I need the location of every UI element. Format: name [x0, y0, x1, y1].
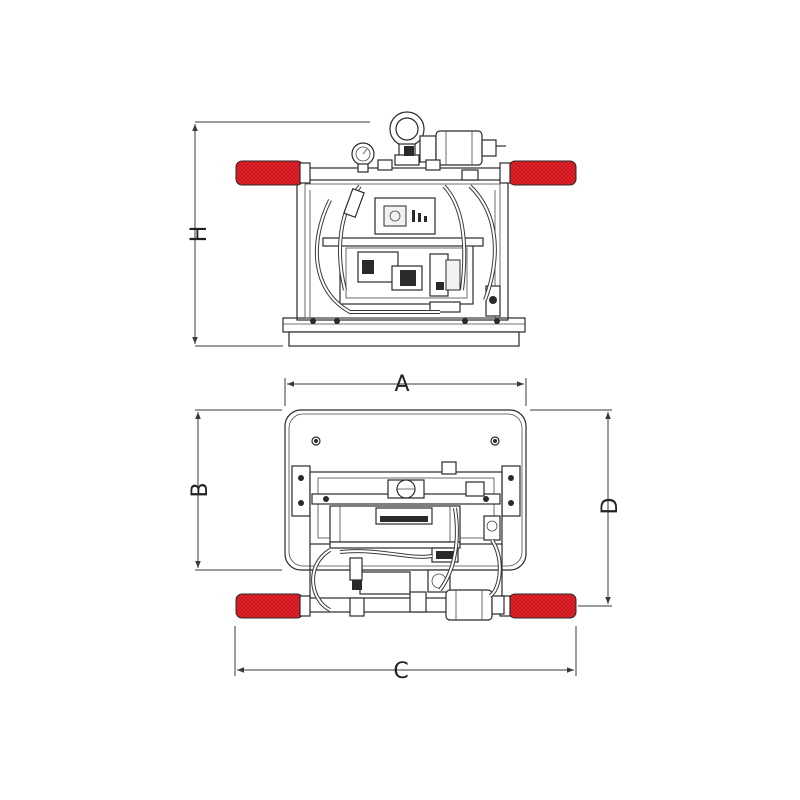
handle-left-front — [235, 160, 311, 186]
control-box — [374, 197, 436, 235]
top-view — [235, 409, 577, 621]
lifting-eye — [389, 111, 425, 166]
dimension-d: D — [530, 409, 623, 607]
dimension-h-label: H — [187, 226, 212, 243]
dimension-a: A — [284, 372, 527, 406]
dimension-b-label: B — [188, 482, 213, 497]
dimension-b: B — [188, 409, 282, 571]
valve-assembly-top — [404, 130, 506, 171]
dimension-d-label: D — [598, 498, 623, 515]
dimension-h: H — [187, 121, 370, 347]
dimension-c: C — [234, 626, 577, 684]
front-view — [235, 111, 577, 347]
handle-left-top — [235, 593, 311, 619]
dimension-a-label: A — [394, 372, 409, 397]
handle-right-front — [499, 160, 577, 186]
handle-right-top — [499, 593, 577, 619]
dimension-c-label: C — [393, 659, 408, 684]
pressure-gauge — [351, 142, 375, 173]
